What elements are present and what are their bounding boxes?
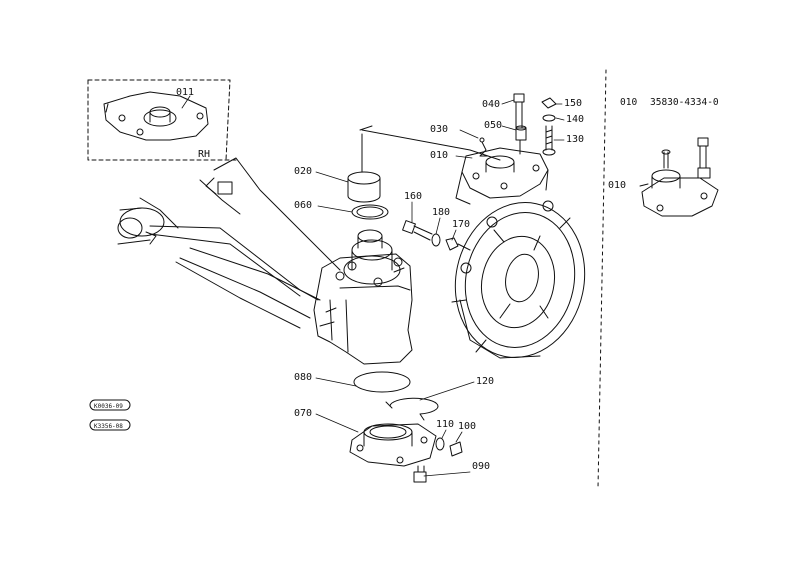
seal-060 (352, 205, 388, 219)
callout-010-side: 010 (608, 180, 627, 191)
callout-040: 040 (482, 99, 501, 110)
mount-bracket-010 (456, 148, 548, 204)
washer-140 (543, 115, 555, 121)
leader-lines (182, 96, 564, 476)
callout-050: 050 (484, 120, 503, 131)
stamp-1: K0036-09 (94, 403, 123, 410)
nut-170 (446, 238, 458, 250)
callout-110: 110 (436, 419, 455, 430)
stamps (90, 400, 130, 430)
o-ring-080 (354, 372, 410, 392)
callout-010: 010 (430, 150, 449, 161)
collar-050 (516, 126, 526, 140)
leader-top (362, 130, 500, 160)
callout-080: 080 (294, 372, 313, 383)
bolt-090 (414, 466, 426, 482)
callout-060: 060 (294, 200, 313, 211)
callout-090: 090 (472, 461, 491, 472)
callout-180: 180 (432, 207, 451, 218)
side-panel-mount (640, 138, 718, 216)
grease-nipple-030 (480, 138, 488, 156)
hub-drum (441, 190, 599, 369)
callout-020: 020 (294, 166, 313, 177)
callout-100: 100 (458, 421, 477, 432)
callout-160: 160 (404, 191, 423, 202)
o-ring-110 (436, 438, 444, 450)
callout-120: 120 (476, 376, 495, 387)
axle-housing (118, 158, 412, 364)
panel-divider (598, 70, 606, 488)
stud-130 (543, 126, 555, 155)
washer-180 (432, 234, 440, 246)
bolt-040 (514, 94, 524, 128)
snap-ring-120 (386, 398, 438, 420)
side-part-number: 35830-4334-0 (650, 97, 719, 108)
leader-top2 (360, 126, 372, 130)
callout-070: 070 (294, 408, 313, 419)
bolt-160 (403, 221, 432, 240)
callout-170: 170 (452, 219, 471, 230)
cover-070 (350, 424, 436, 466)
callout-130: 130 (566, 134, 585, 145)
bushing-020 (348, 134, 380, 202)
rh-inset-box (88, 80, 236, 160)
callout-030: 030 (430, 124, 449, 135)
nut-150 (542, 98, 556, 108)
plug-100 (450, 442, 462, 456)
callout-rh: RH (198, 149, 211, 160)
side-ref-code: 010 (620, 97, 638, 108)
callout-150: 150 (564, 98, 583, 109)
callout-011: 011 (176, 87, 195, 98)
callout-140: 140 (566, 114, 585, 125)
stamp-2: K3356-08 (94, 423, 123, 430)
